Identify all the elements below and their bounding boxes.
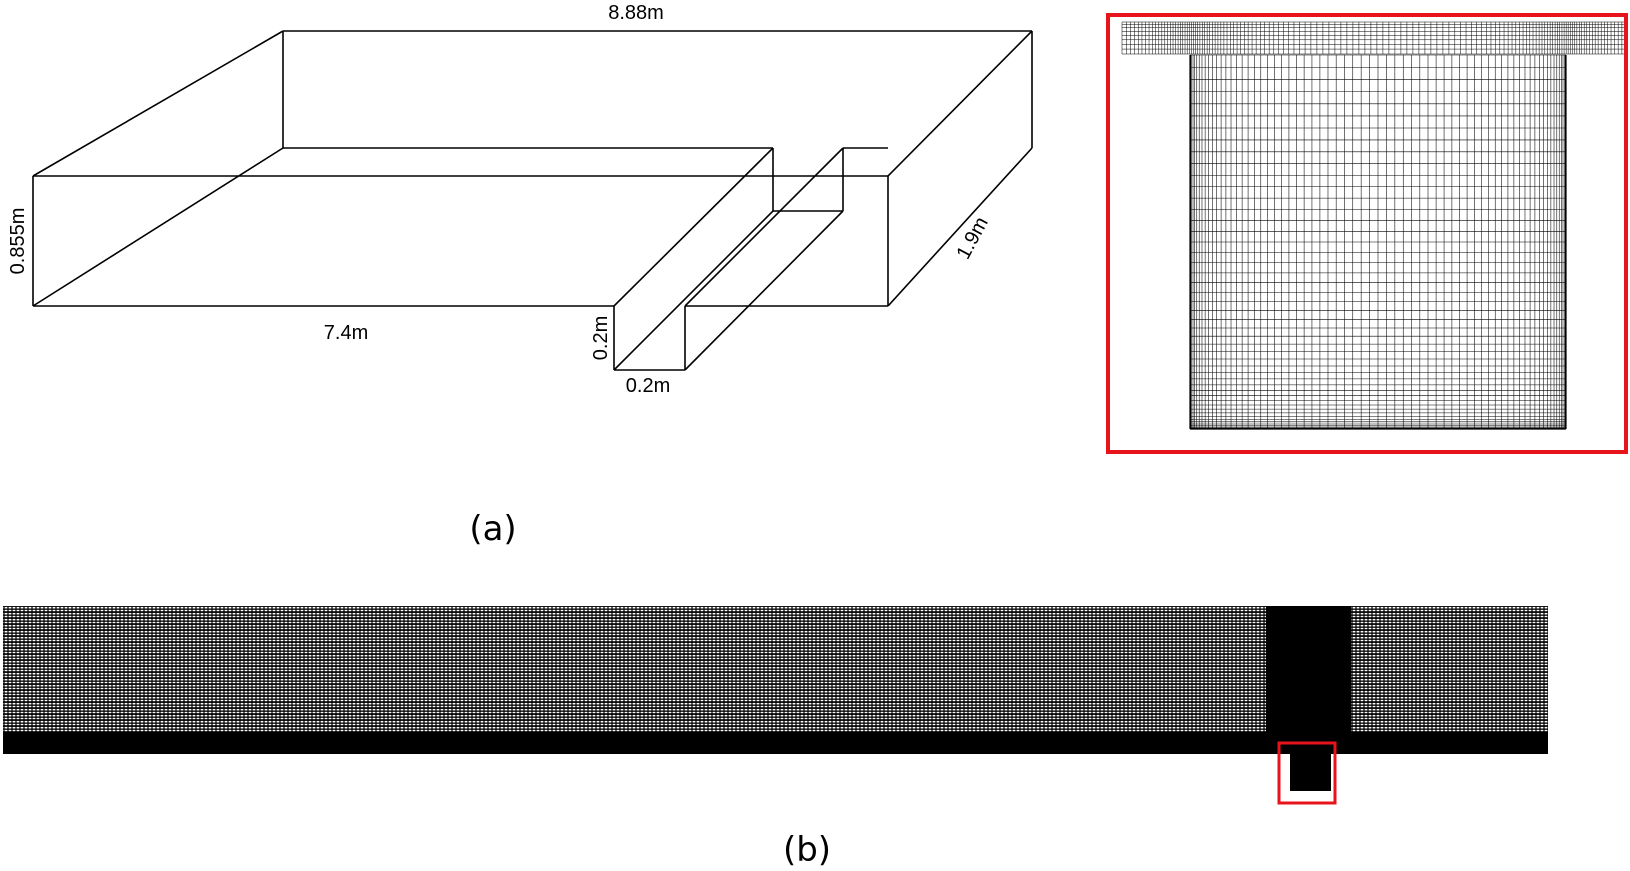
mesh-channel-strip: [1121, 21, 1624, 55]
mesh-detail-inset: [1106, 13, 1628, 454]
dim-width: 1.9m: [953, 213, 993, 263]
domain-mesh: [3, 606, 1548, 805]
mesh-refinement-column: [1266, 606, 1351, 754]
slot-highlight-box: [1277, 741, 1337, 805]
edge: [32, 147, 284, 307]
edge: [613, 210, 774, 371]
panel-label-a: (a): [469, 509, 516, 549]
edge: [684, 210, 844, 371]
edge: [613, 147, 774, 307]
edge: [32, 30, 284, 177]
mesh-slot-grid: [1189, 54, 1567, 430]
panel-label-b: (b): [783, 830, 831, 870]
edge: [887, 30, 1033, 177]
flume-wireframe: [32, 30, 1033, 371]
dim-height: 0.855m: [7, 208, 29, 275]
dim-slot-width: 0.2m: [626, 375, 670, 397]
mesh-slot: [1290, 754, 1331, 791]
edge: [684, 147, 844, 307]
inset-highlight-box: [1106, 13, 1628, 454]
dim-length-upstream: 7.4m: [324, 322, 368, 344]
dim-length-total: 8.88m: [608, 2, 664, 24]
mesh-bottom-layer: [3, 732, 1548, 754]
edge: [887, 147, 1033, 307]
dim-slot-depth: 0.2m: [590, 316, 612, 360]
